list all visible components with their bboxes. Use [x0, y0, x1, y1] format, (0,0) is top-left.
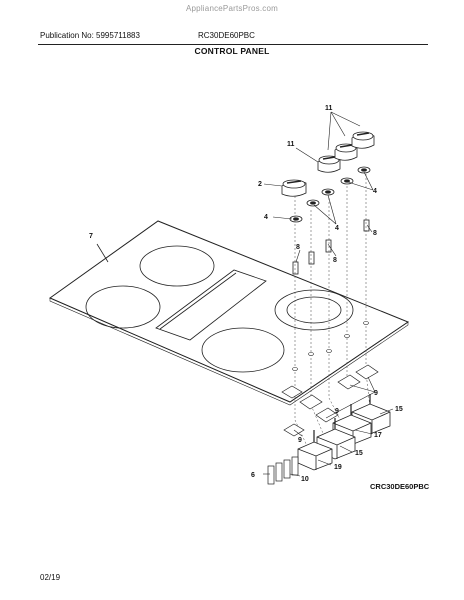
page-title: CONTROL PANEL	[194, 46, 270, 56]
clip-plates	[281, 364, 379, 437]
callout-9-right: 9	[374, 390, 378, 397]
burner-right-inner	[286, 296, 342, 324]
callout-6: 6	[251, 472, 255, 479]
burner-front-right	[201, 327, 285, 373]
footer-date: 02/19	[40, 573, 61, 582]
callout-9-left: 9	[298, 437, 302, 444]
callout-4-center: 4	[335, 225, 339, 232]
knob-4	[351, 131, 375, 149]
callout-8-left: 8	[296, 244, 300, 251]
knob-left	[281, 179, 307, 197]
watermark-text: AppliancePartsPros.com	[186, 4, 278, 13]
callout-11-top: 11	[325, 105, 333, 112]
shaft-extensions	[292, 219, 370, 275]
callout-4-right: 4	[373, 188, 377, 195]
header-divider	[38, 44, 428, 45]
knob-3	[334, 143, 358, 161]
model-number: RC30DE60PBC	[198, 31, 255, 40]
burner-back-left	[139, 245, 215, 287]
callout-8-center: 8	[333, 257, 337, 264]
cooktop-glass-edge	[49, 297, 409, 406]
knob-2	[317, 155, 341, 173]
burner-front-left	[85, 285, 161, 329]
callout-19: 19	[334, 464, 342, 471]
callout-9-center: 9	[335, 408, 339, 415]
control-strip	[155, 269, 267, 341]
terminal-block	[267, 456, 299, 485]
switch-shafts	[313, 394, 371, 442]
callout-11-left: 11	[287, 141, 295, 148]
callout-17: 17	[374, 432, 382, 439]
callout-7: 7	[89, 233, 93, 240]
callout-15-lower: 15	[355, 450, 363, 457]
callout-10: 10	[301, 476, 309, 483]
knob-bezels	[289, 166, 371, 223]
callout-15-upper: 15	[395, 406, 403, 413]
burner-right-outer	[274, 289, 354, 331]
callout-2: 2	[258, 181, 262, 188]
diagram-code: CRC30DE60PBC	[370, 482, 430, 491]
callout-8-right: 8	[373, 230, 377, 237]
knobs	[281, 131, 375, 197]
callout-4-left: 4	[264, 214, 268, 221]
cooktop-glass	[48, 220, 410, 403]
alignment-lines	[294, 174, 371, 449]
publication-number: Publication No: 5995711883	[40, 31, 140, 40]
leader-lines	[263, 111, 394, 477]
